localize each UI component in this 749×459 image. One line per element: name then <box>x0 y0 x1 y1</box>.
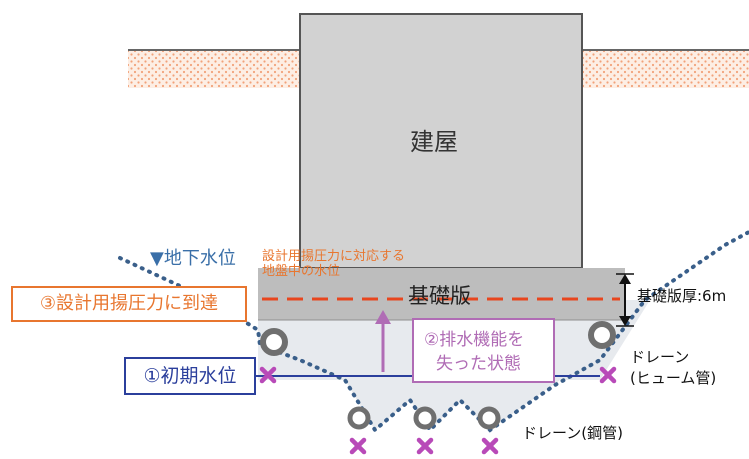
state-reach-design-box: ③設計用揚圧力に到達 <box>11 286 247 322</box>
design-pressure-note-line2: 地盤中の水位 <box>262 264 341 279</box>
slab-label: 基礎版 <box>408 284 471 308</box>
building-label: 建屋 <box>410 128 458 156</box>
state-lost-drain-box: ②排水機能を 失った状態 <box>412 318 555 383</box>
up-arrow-icon <box>375 310 391 372</box>
state-initial-box: ①初期水位 <box>124 357 256 395</box>
groundwater-label: ▼地下水位 <box>150 248 236 269</box>
foundation-slab <box>258 268 625 320</box>
slab-thickness-label: 基礎版厚:6m <box>637 287 727 305</box>
drain-hume-line2: (ヒューム管) <box>630 369 717 387</box>
drain-steel-label: ドレーン(鋼管) <box>522 424 623 442</box>
drain-hume-line1: ドレーン <box>630 348 690 366</box>
state-lost-drain-line2: 失った状態 <box>436 354 521 374</box>
drain-hume-label: ドレーン (ヒューム管) <box>630 347 716 389</box>
cross-icon <box>259 366 617 455</box>
state-lost-drain-line1: ②排水機能を <box>424 330 525 350</box>
design-pressure-note-line1: 設計用揚圧力に対応する <box>262 249 406 264</box>
drain-pipe-icon <box>260 321 616 430</box>
ground-surface <box>128 49 749 88</box>
double-arrow-icon <box>616 273 634 327</box>
design-pressure-note: 設計用揚圧力に対応する 地盤中の水位 <box>262 249 405 279</box>
